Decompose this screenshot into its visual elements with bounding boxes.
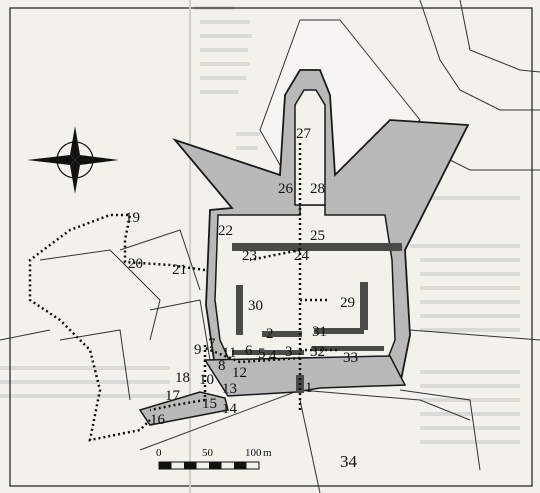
site-label: 28 — [310, 181, 325, 197]
site-label: 12 — [232, 365, 247, 381]
site-label: 15 — [202, 396, 217, 412]
site-label: 30 — [248, 298, 263, 314]
site-label: 9 — [194, 342, 202, 358]
site-label: 23 — [242, 248, 257, 264]
site-label: 10 — [199, 372, 214, 388]
site-label: 8 — [218, 358, 226, 374]
background-text — [0, 6, 520, 444]
map-border — [9, 7, 533, 487]
site-label: 22 — [218, 223, 233, 239]
site-label: 11 — [222, 345, 236, 361]
compass-rose-icon — [27, 126, 119, 194]
area-label: 34 — [340, 452, 358, 471]
site-label: 20 — [128, 256, 143, 272]
site-label: 2 — [266, 326, 274, 342]
site-label: 21 — [172, 262, 187, 278]
scale-bar: 0 50 100 m — [156, 447, 272, 470]
site-label: 18 — [175, 370, 190, 386]
site-label: 24 — [294, 248, 310, 264]
site-label: 6 — [245, 343, 253, 359]
site-label: 4 — [269, 348, 277, 364]
site-label: 33 — [343, 350, 358, 366]
tour-route — [28, 140, 340, 442]
site-label: 32 — [310, 344, 325, 360]
site-label: 17 — [165, 388, 181, 404]
site-label: 7 — [208, 336, 216, 352]
site-label: 31 — [312, 324, 327, 340]
scale-label-0: 0 — [156, 447, 162, 459]
site-label: 29 — [340, 295, 355, 311]
site-label: 19 — [125, 210, 140, 226]
site-label: 14 — [222, 401, 238, 417]
site-label: 1 — [305, 380, 313, 396]
site-label: 16 — [150, 412, 166, 428]
site-label: 27 — [296, 126, 312, 142]
site-label: 13 — [222, 381, 237, 397]
site-label: 5 — [258, 346, 266, 362]
scale-unit: m — [263, 447, 272, 459]
site-labels: 1 2 3 4 5 6 7 8 9 10 11 12 13 14 15 16 1… — [125, 126, 358, 471]
scale-label-50: 50 — [202, 447, 214, 459]
site-label: 25 — [310, 228, 325, 244]
site-label: 26 — [278, 181, 294, 197]
scale-label-100: 100 — [245, 447, 262, 459]
site-label: 3 — [285, 344, 293, 360]
